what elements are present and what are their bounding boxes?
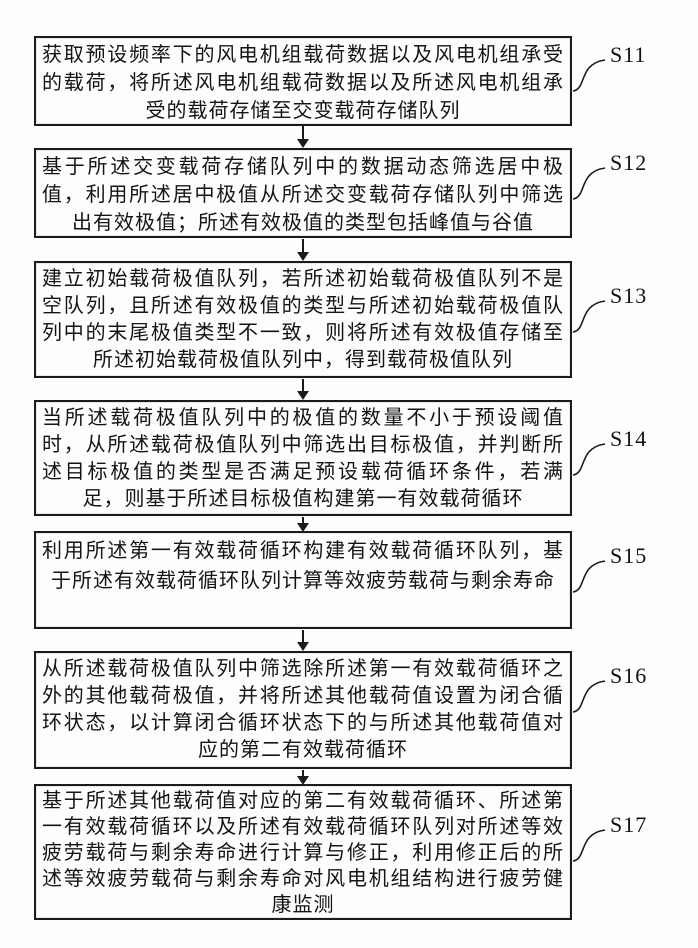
down-arrow-icon: [297, 126, 309, 148]
step-label-text: S12: [610, 150, 648, 175]
down-arrow-icon: [297, 630, 309, 651]
flow-step-text-s14: 当所述载荷极值队列中的极值的数量不小于预设阈值时，从所述载荷极值队列中筛选出目标…: [42, 407, 564, 510]
flow-step-text-s13: 建立初始载荷极值队列，若所述初始载荷极值队列不是空队列，且所述有效极值的类型与所…: [42, 268, 564, 371]
down-arrow-icon: [297, 517, 309, 532]
leader-line-icon: [572, 443, 606, 476]
leader-line-icon: [572, 680, 606, 713]
leader-line-icon: [572, 829, 606, 862]
flow-step-text-s16: 从所述载荷极值队列中筛选除所述第一有效载荷循环之外的其他载荷极值，并将所述其他载…: [42, 658, 564, 761]
down-arrow-icon: [297, 239, 309, 261]
flow-step-text-s17: 基于所述其他载荷值对应的第二有效载荷循环、所述第一有效载荷循环以及所述有效载荷循…: [42, 790, 564, 916]
leader-line-icon: [572, 560, 606, 593]
step-label-text: S14: [610, 426, 648, 451]
flow-step-text-s11: 获取预设频率下的风电机组载荷数据以及风电机组承受的载荷，将所述风电机组载荷数据以…: [42, 44, 564, 122]
flow-step-text-s12: 基于所述交变载荷存储队列中的数据动态筛选居中极值，利用所述居中极值从所述交变载荷…: [42, 156, 564, 234]
step-label-text: S16: [610, 663, 648, 688]
flow-step-box-s16: 从所述载荷极值队列中筛选除所述第一有效载荷循环之外的其他载荷极值，并将所述其他载…: [34, 651, 572, 769]
flow-step-box-s17: 基于所述其他载荷值对应的第二有效载荷循环、所述第一有效载荷循环以及所述有效载荷循…: [34, 784, 572, 920]
step-label-text: S11: [610, 42, 647, 67]
down-arrow-icon: [297, 379, 309, 400]
flow-step-text-s15: 利用所述第一有效载荷循环构建有效载荷循环队列，基于所述有效载荷循环队列计算等效疲…: [42, 540, 564, 592]
step-label-text: S15: [610, 543, 648, 568]
flow-step-box-s11: 获取预设频率下的风电机组载荷数据以及风电机组承受的载荷，将所述风电机组载荷数据以…: [34, 36, 572, 126]
flow-step-box-s12: 基于所述交变载荷存储队列中的数据动态筛选居中极值，利用所述居中极值从所述交变载荷…: [34, 148, 572, 238]
leader-line-icon: [572, 167, 606, 200]
leader-line-icon: [572, 300, 606, 333]
step-label-text: S13: [610, 283, 648, 308]
flow-step-box-s13: 建立初始载荷极值队列，若所述初始载荷极值队列不是空队列，且所述有效极值的类型与所…: [34, 261, 572, 378]
down-arrow-icon: [297, 770, 309, 785]
flow-step-box-s14: 当所述载荷极值队列中的极值的数量不小于预设阈值时，从所述载荷极值队列中筛选出目标…: [34, 400, 572, 516]
flow-step-box-s15: 利用所述第一有效载荷循环构建有效载荷循环队列，基于所述有效载荷循环队列计算等效疲…: [34, 531, 572, 629]
step-label-text: S17: [610, 812, 648, 837]
leader-line-icon: [572, 59, 606, 92]
